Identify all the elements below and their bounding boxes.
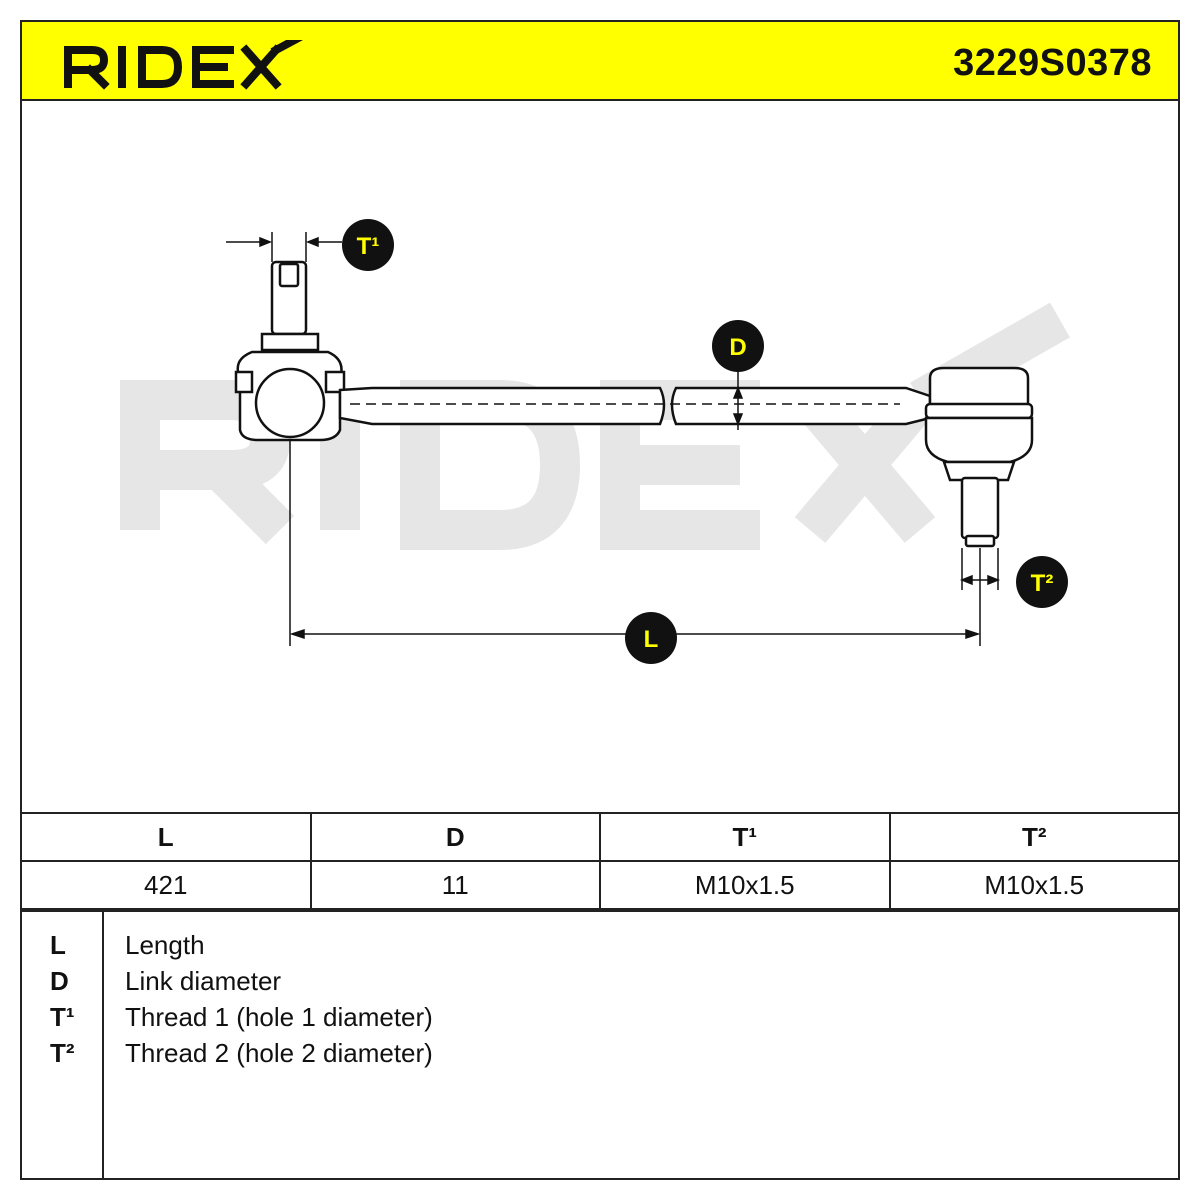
legend-label: Thread 2 (hole 2 diameter) bbox=[125, 1038, 433, 1068]
legend-key: T² bbox=[50, 1038, 75, 1068]
badge-d-label: D bbox=[729, 334, 746, 361]
spec-value-t2: M10x1.5 bbox=[888, 860, 1180, 910]
dimension-badge-t2: T² bbox=[1016, 556, 1068, 608]
spec-header-l: L bbox=[20, 812, 312, 862]
left-ball-joint bbox=[234, 260, 346, 442]
legend-item: T¹ Thread 1 (hole 1 diameter) bbox=[22, 1002, 1178, 1038]
badge-t1-label: T¹ bbox=[357, 233, 380, 260]
link-rod bbox=[338, 386, 932, 426]
legend-key: D bbox=[50, 966, 69, 996]
spec-header-t1: T¹ bbox=[599, 812, 891, 862]
stabilizer-link-diagram: T¹ D T² L bbox=[120, 219, 1070, 664]
dimension-badge-l: L bbox=[625, 612, 677, 664]
badge-l-label: L bbox=[644, 626, 659, 653]
spec-value-d: 11 bbox=[309, 860, 601, 910]
right-ball-joint bbox=[924, 366, 1034, 548]
badge-t2-label: T² bbox=[1031, 570, 1054, 597]
legend-item: D Link diameter bbox=[22, 966, 1178, 1002]
legend-label: Length bbox=[125, 930, 205, 960]
spec-table: L D T¹ T² 421 11 M10x1.5 M10x1.5 bbox=[20, 812, 1180, 910]
spec-header-t2: T² bbox=[888, 812, 1180, 862]
spec-value-t1: M10x1.5 bbox=[599, 860, 891, 910]
dimension-badge-d: D bbox=[712, 320, 764, 372]
dimension-lines bbox=[226, 232, 1001, 646]
legend-key: T¹ bbox=[50, 1002, 75, 1032]
legend-label: Thread 1 (hole 1 diameter) bbox=[125, 1002, 433, 1032]
legend-key: L bbox=[50, 930, 66, 960]
legend: L Length D Link diameter T¹ Thread 1 (ho… bbox=[20, 910, 1180, 1180]
header-bar: 3229S0378 bbox=[20, 20, 1180, 101]
spec-header-row: L D T¹ T² bbox=[20, 812, 1180, 862]
legend-divider bbox=[102, 912, 104, 1178]
spec-value-l: 421 bbox=[20, 860, 312, 910]
spec-value-row: 421 11 M10x1.5 M10x1.5 bbox=[20, 860, 1180, 910]
legend-item: L Length bbox=[22, 930, 1178, 966]
dimension-badge-t1: T¹ bbox=[342, 219, 394, 271]
legend-label: Link diameter bbox=[125, 966, 282, 996]
legend-item: T² Thread 2 (hole 2 diameter) bbox=[22, 1038, 1178, 1074]
spec-header-d: D bbox=[309, 812, 601, 862]
part-number: 3229S0378 bbox=[953, 42, 1152, 84]
ridex-logo bbox=[64, 40, 304, 90]
